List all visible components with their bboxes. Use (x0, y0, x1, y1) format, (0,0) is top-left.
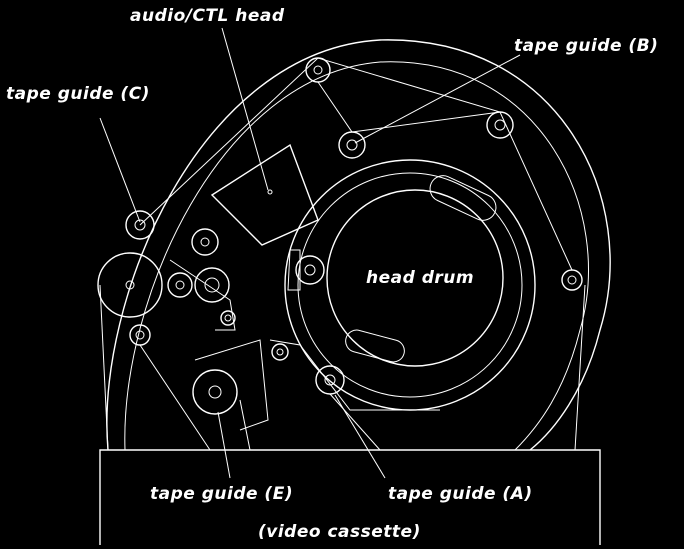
guide-post-mid-left (191, 228, 219, 256)
cassette-outline (99, 449, 601, 545)
audio-ctl-head-dot (267, 189, 273, 195)
label-head-drum: head drum (366, 268, 475, 288)
leader-audio-ctl (221, 27, 269, 191)
guide-post-e (192, 369, 238, 415)
guide-post-small (220, 310, 236, 326)
tape-path-top (139, 57, 573, 271)
chassis-inner-arc (124, 61, 589, 451)
guide-post-left-center (167, 272, 193, 298)
label-audio-ctl-head: audio/CTL head (130, 6, 285, 26)
label-tape-guide-e: tape guide (E) (150, 484, 294, 504)
tape-path-left (99, 284, 109, 451)
pinch-roller-hub (125, 280, 135, 290)
guide-post-a (315, 365, 345, 395)
guide-post-right (561, 269, 583, 291)
guide-post-upper-ring (338, 131, 366, 159)
label-tape-guide-c: tape guide (C) (6, 84, 150, 104)
audio-ctl-head-block (210, 143, 319, 246)
ring-slot-lower (345, 329, 405, 363)
guide-post-pivot (271, 343, 289, 361)
capstan (194, 267, 230, 303)
ring-slot-upper (429, 175, 497, 221)
tape-path-ring (317, 81, 501, 133)
lever-arm-e (194, 339, 269, 431)
guide-post-ring-left (295, 255, 325, 285)
leader-tape-guide-a (334, 394, 386, 479)
tape-path-right (574, 284, 586, 451)
tape-path-lower (139, 344, 381, 451)
lever-arm-a (269, 339, 440, 411)
loading-ring-inner (297, 172, 523, 398)
head-drum (326, 189, 504, 367)
lever-bracket (287, 249, 301, 291)
chassis-outer-arc (106, 39, 611, 451)
label-video-cassette: (video cassette) (258, 522, 421, 542)
leader-tape-guide-b (354, 54, 521, 144)
tension-arm (169, 259, 236, 331)
label-tape-guide-a: tape guide (A) (388, 484, 533, 504)
pinch-roller (97, 252, 163, 318)
leader-tape-guide-c (99, 117, 141, 223)
guide-post-c (125, 210, 155, 240)
guide-post-b (486, 111, 514, 139)
leader-tape-guide-e (217, 411, 231, 479)
label-tape-guide-b: tape guide (B) (514, 36, 659, 56)
